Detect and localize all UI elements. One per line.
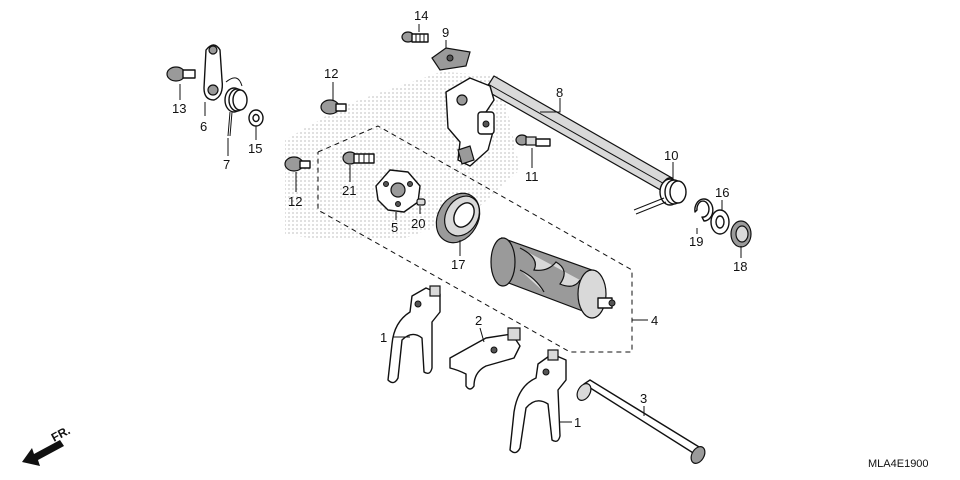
callout-1-left: 1: [380, 330, 387, 345]
oil-seal: [730, 220, 752, 248]
assembly-group-outline: [317, 125, 633, 353]
washer-16: [710, 209, 730, 235]
callout-11: 11: [525, 169, 539, 184]
callout-2: 2: [475, 313, 482, 328]
dowel-pin: [416, 198, 426, 206]
callout-4: 4: [651, 313, 658, 328]
front-direction-arrow: [22, 440, 64, 466]
shift-fork-center: [449, 327, 521, 390]
callout-5: 5: [391, 220, 398, 235]
shift-fork-right: [509, 349, 567, 454]
shift-drum-center: [375, 169, 421, 213]
callout-10: 10: [664, 148, 678, 163]
callout-19: 19: [689, 234, 703, 249]
callout-14: 14: [414, 8, 428, 23]
flange-bolt-14: [401, 31, 429, 43]
callout-1-right: 1: [574, 415, 581, 430]
shift-fork-left: [387, 285, 441, 384]
callout-8: 8: [556, 85, 563, 100]
stopper-arm: [203, 44, 224, 101]
callout-13: 13: [172, 101, 186, 116]
pin-bolt: [515, 134, 551, 147]
callout-16: 16: [715, 185, 729, 200]
callout-17: 17: [451, 257, 465, 272]
stopper-plate: [431, 47, 471, 71]
callout-7: 7: [223, 157, 230, 172]
callout-6: 6: [200, 119, 207, 134]
callout-18: 18: [733, 259, 747, 274]
bolt-12-upper: [320, 99, 347, 115]
leader-lines: [179, 24, 742, 423]
shift-drum: [490, 237, 616, 319]
callout-9: 9: [442, 25, 449, 40]
stopper-arm-spring: [224, 77, 248, 137]
bolt-21: [342, 151, 375, 165]
circlip: [694, 198, 714, 222]
callout-21: 21: [342, 183, 356, 198]
diagram-code: MLA4E1900: [868, 458, 929, 470]
bolt-12-lower: [284, 156, 311, 172]
callout-20: 20: [411, 216, 425, 231]
callout-12-upper: 12: [324, 66, 338, 81]
shift-fork-shaft: [576, 379, 706, 464]
return-spring: [633, 178, 687, 215]
bearing: [435, 192, 481, 244]
callout-15: 15: [248, 141, 262, 156]
bolt-13: [166, 66, 196, 82]
washer-15: [248, 109, 264, 127]
front-direction-label: FR.: [49, 423, 73, 444]
callout-3: 3: [640, 391, 647, 406]
callout-12-lower: 12: [288, 194, 302, 209]
